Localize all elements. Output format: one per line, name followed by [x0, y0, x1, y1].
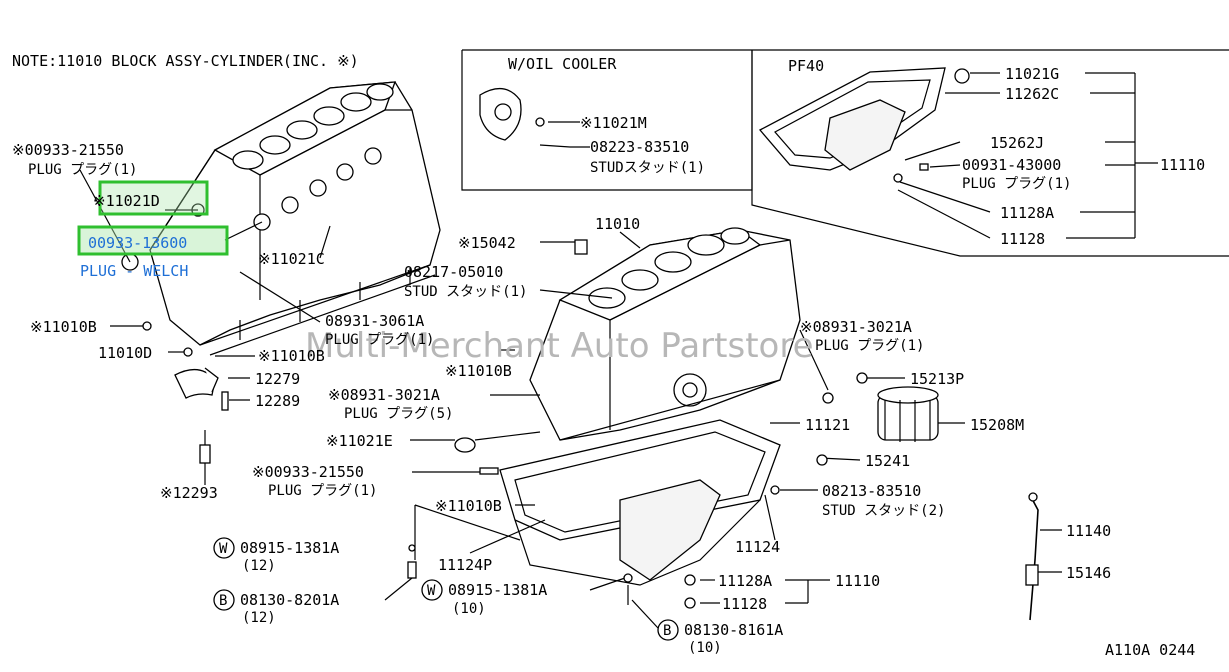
label-08223-83510[interactable]: 08223-83510: [590, 138, 689, 156]
inset-frame-pf40: [751, 50, 1229, 257]
marker-b-left: B: [213, 589, 235, 611]
label-08915-1381a-mid[interactable]: 08915-1381A: [448, 581, 547, 599]
marker-b-right: B: [657, 619, 679, 641]
label-08213-83510[interactable]: 08213-83510: [822, 482, 921, 500]
label-11262c[interactable]: 11262C: [1005, 85, 1059, 103]
label-11124p[interactable]: 11124P: [438, 556, 492, 574]
label-15042[interactable]: ※15042: [458, 234, 516, 252]
label-08931-3021a-mid[interactable]: ※08931-3021A: [328, 386, 440, 404]
label-11128a-top[interactable]: 11128A: [1000, 204, 1054, 222]
label-15208m[interactable]: 15208M: [970, 416, 1024, 434]
label-stud-08217: STUD スタッド(1): [404, 284, 527, 300]
qty-12-a: (12): [242, 558, 276, 574]
label-11128-bottom[interactable]: 11128: [722, 595, 767, 613]
label-plug-top: PLUG プラグ(1): [28, 162, 137, 178]
label-11128a-bottom[interactable]: 11128A: [718, 572, 772, 590]
label-00933-21550-mid[interactable]: ※00933-21550: [252, 463, 364, 481]
label-11021g[interactable]: 11021G: [1005, 65, 1059, 83]
label-11010b-left[interactable]: ※11010B: [30, 318, 97, 336]
label-stud-08223: STUDスタッド(1): [590, 160, 705, 176]
marker-w-left: W: [213, 537, 235, 559]
highlight-11021d: [98, 180, 209, 216]
label-15262j[interactable]: 15262J: [990, 134, 1044, 152]
dipstick: [1025, 492, 1039, 621]
label-11021e[interactable]: ※11021E: [326, 432, 393, 450]
note-text: NOTE:11010 BLOCK ASSY-CYLINDER(INC. ※): [12, 52, 359, 70]
label-11021d[interactable]: ※11021D: [93, 192, 160, 210]
oil-cooler-parts: [479, 88, 571, 148]
label-11010b-mid[interactable]: ※11010B: [258, 347, 325, 365]
label-11121[interactable]: 11121: [805, 416, 850, 434]
label-15241[interactable]: 15241: [865, 452, 910, 470]
label-08130-8201a[interactable]: 08130-8201A: [240, 591, 339, 609]
label-00933-21550-top[interactable]: ※00933-21550: [12, 141, 124, 159]
label-plug-5: PLUG プラグ(5): [344, 406, 453, 422]
label-11140[interactable]: 11140: [1066, 522, 1111, 540]
pf40-oil-pan: [758, 67, 970, 183]
label-08915-1381a-left[interactable]: 08915-1381A: [240, 539, 339, 557]
label-11110-bottom[interactable]: 11110: [835, 572, 880, 590]
label-plug-right: PLUG プラグ(1): [815, 338, 924, 354]
label-11128-top[interactable]: 11128: [1000, 230, 1045, 248]
label-stud-08213: STUD スタッド(2): [822, 503, 945, 519]
label-11010b-lower[interactable]: ※11010B: [435, 497, 502, 515]
cylinder-block-left: [121, 81, 441, 356]
label-plug-3061: PLUG プラグ(1): [325, 332, 434, 348]
leader-lines: [79, 72, 1158, 629]
label-00933-13600[interactable]: 00933-13600: [88, 234, 187, 252]
diagram-code: A110A 0244: [1105, 641, 1195, 659]
label-15146[interactable]: 15146: [1066, 564, 1111, 582]
svg-text:B: B: [219, 593, 227, 609]
qty-12-b: (12): [242, 610, 276, 626]
svg-text:W: W: [427, 583, 436, 599]
label-08130-8161a[interactable]: 08130-8161A: [684, 621, 783, 639]
label-08931-3021a-right[interactable]: ※08931-3021A: [800, 318, 912, 336]
label-08217-05010[interactable]: 08217-05010: [404, 263, 503, 281]
label-11010[interactable]: 11010: [595, 215, 640, 233]
label-plug-mid: PLUG プラグ(1): [268, 483, 377, 499]
label-11021c[interactable]: ※11021C: [258, 250, 325, 268]
oil-filter: [877, 386, 939, 442]
inset-oil-cooler-title: W/OIL COOLER: [508, 55, 617, 73]
svg-text:W: W: [219, 541, 228, 557]
marker-w-mid: W: [421, 579, 443, 601]
label-15213p[interactable]: 15213P: [910, 370, 964, 388]
label-11010b-c[interactable]: ※11010B: [445, 362, 512, 380]
label-00931-43000[interactable]: 00931-43000: [962, 156, 1061, 174]
label-11010d[interactable]: 11010D: [98, 344, 152, 362]
highlight-00933-13600: [77, 225, 229, 256]
watermark-text: Multi-Merchant Auto Partstore: [305, 326, 814, 366]
qty-10-b: (10): [688, 640, 722, 656]
label-12293[interactable]: ※12293: [160, 484, 218, 502]
label-12279[interactable]: 12279: [255, 370, 300, 388]
label-11110-top[interactable]: 11110: [1160, 156, 1205, 174]
oil-pan: [499, 419, 781, 586]
label-11021m[interactable]: ※11021M: [580, 114, 647, 132]
label-11124[interactable]: 11124: [735, 538, 780, 556]
svg-text:B: B: [663, 623, 671, 639]
inset-pf40-title: PF40: [788, 57, 824, 75]
label-08931-3061a[interactable]: 08931-3061A: [325, 312, 424, 330]
rear-seal-parts: [142, 321, 229, 470]
label-plug-welch: PLUG - WELCH: [80, 262, 188, 280]
qty-10-a: (10): [452, 601, 486, 617]
label-plug-00931: PLUG プラグ(1): [962, 176, 1071, 192]
label-12289[interactable]: 12289: [255, 392, 300, 410]
